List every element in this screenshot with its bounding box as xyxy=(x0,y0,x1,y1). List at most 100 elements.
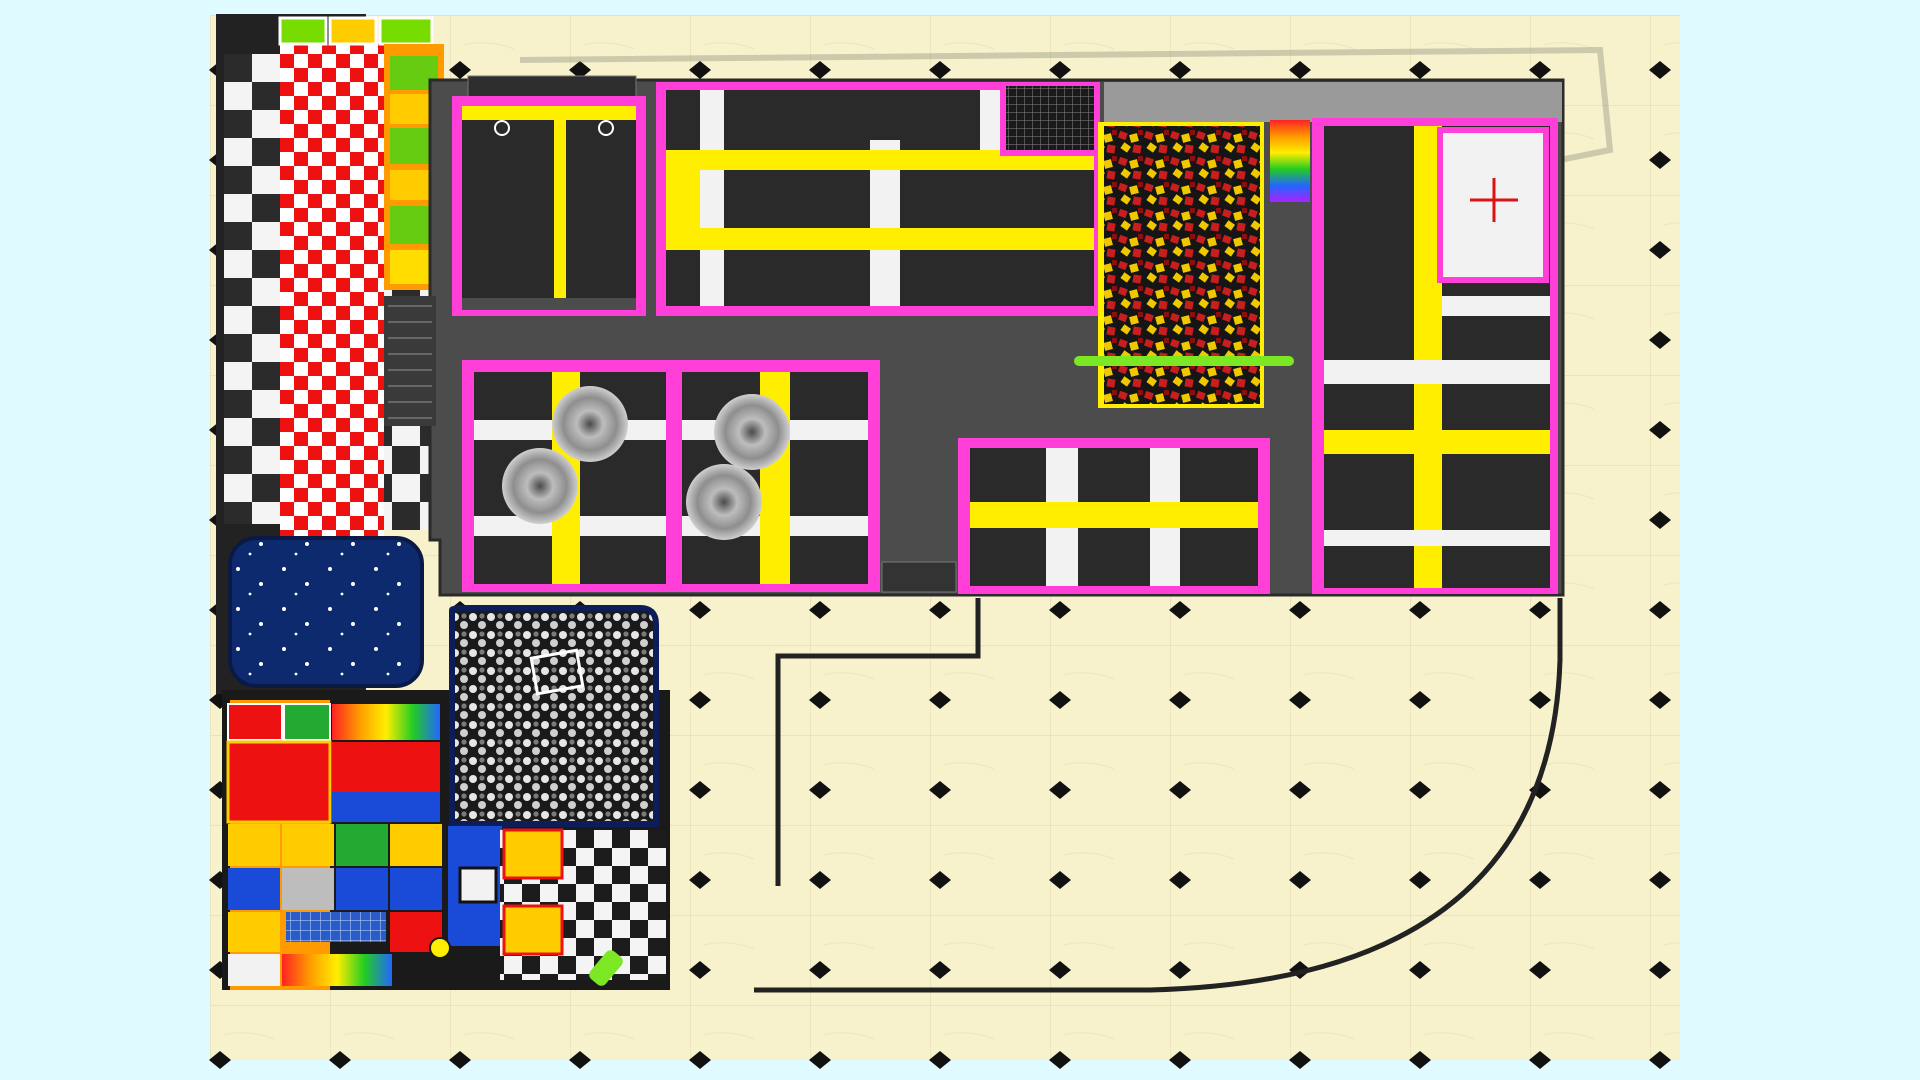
floor-diamond xyxy=(1049,691,1071,709)
floor-diamond xyxy=(809,1051,831,1069)
floor-diamond xyxy=(329,1051,351,1069)
floor-diamond xyxy=(809,601,831,619)
stair-lines xyxy=(388,305,432,419)
floor-diamond xyxy=(1169,1051,1191,1069)
floor-diamond xyxy=(689,961,711,979)
soft-play-zone xyxy=(222,605,670,990)
floor-diamond xyxy=(1409,691,1431,709)
fence-line xyxy=(775,598,981,886)
bottom-stairs xyxy=(881,561,957,593)
floor-diamond xyxy=(1169,781,1191,799)
floor-diamond xyxy=(1289,61,1311,79)
floor-diamond xyxy=(1049,871,1071,889)
grate-panel xyxy=(1006,86,1094,150)
starry-pool xyxy=(228,536,424,688)
hoop-icon xyxy=(598,120,614,136)
spinner-disc xyxy=(686,464,762,540)
spinner-disc xyxy=(552,386,628,462)
floor-diamond xyxy=(1289,871,1311,889)
slide-top-green-2 xyxy=(378,16,434,46)
floor-diamond xyxy=(1049,961,1071,979)
fence-curve xyxy=(754,598,1563,993)
ladder-icon xyxy=(529,648,585,696)
floor-diamond xyxy=(1409,601,1431,619)
floor-diamond xyxy=(689,601,711,619)
hoop-icon xyxy=(494,120,510,136)
spinner-disc xyxy=(502,448,578,524)
floor-diamond xyxy=(689,871,711,889)
floor-diamond xyxy=(1289,691,1311,709)
floor-diamond xyxy=(1289,781,1311,799)
floor-diamond xyxy=(1409,781,1431,799)
floor-diamond xyxy=(1169,961,1191,979)
floor-diamond xyxy=(1649,331,1671,349)
entry-stairs xyxy=(384,296,436,426)
floor-diamond xyxy=(1049,1051,1071,1069)
checker-walkway xyxy=(224,54,280,524)
slide-top-green xyxy=(278,16,328,46)
floor-diamond xyxy=(569,61,591,79)
floor-diamond xyxy=(809,961,831,979)
floor-diamond xyxy=(1049,781,1071,799)
floor-diamond xyxy=(1169,601,1191,619)
floor-diamond xyxy=(1649,511,1671,529)
floor-diamond xyxy=(1649,241,1671,259)
floor-diamond xyxy=(929,61,951,79)
slide-top-yellow xyxy=(328,16,378,46)
gray-top-strip xyxy=(1104,82,1562,122)
floor-diamond xyxy=(1649,61,1671,79)
floor-diamond xyxy=(1529,601,1551,619)
floor-diamond xyxy=(1649,151,1671,169)
floor-diamond xyxy=(1049,61,1071,79)
floor-diamond xyxy=(1529,961,1551,979)
dodgeball-court xyxy=(452,96,646,316)
red-checker-slide xyxy=(280,44,384,540)
floor-diamond xyxy=(569,1051,591,1069)
floor-diamond xyxy=(929,1051,951,1069)
floor-diamond xyxy=(929,691,951,709)
floor-diamond xyxy=(1649,691,1671,709)
floor-diamond xyxy=(689,691,711,709)
floor-diamond xyxy=(1409,1051,1431,1069)
floor-diamond xyxy=(1529,691,1551,709)
floor-diamond xyxy=(1649,781,1671,799)
floor-diamond xyxy=(1409,871,1431,889)
floor-diamond xyxy=(1649,601,1671,619)
floor-diamond xyxy=(689,781,711,799)
foam-pit xyxy=(1074,120,1310,408)
trampoline-grid-top xyxy=(656,82,1100,316)
toy-ball xyxy=(429,937,451,959)
floor-diamond xyxy=(689,1051,711,1069)
right-trampoline-court xyxy=(1312,118,1558,594)
floor-diamond xyxy=(1409,961,1431,979)
red-cross-icon xyxy=(1470,178,1518,222)
left-tower xyxy=(216,14,444,694)
rainbow-steps xyxy=(1270,120,1310,202)
floor-diamond xyxy=(1409,61,1431,79)
center-trampoline-court xyxy=(958,438,1270,594)
floor-diamond xyxy=(209,1051,231,1069)
floor-diamond xyxy=(1649,961,1671,979)
floor-diamond xyxy=(1649,871,1671,889)
floor-diamond xyxy=(929,871,951,889)
floor-diamond xyxy=(1289,1051,1311,1069)
floor-diamond xyxy=(1529,61,1551,79)
green-rail xyxy=(1074,356,1294,366)
floor-diamond xyxy=(1169,61,1191,79)
floor-diamond xyxy=(1049,601,1071,619)
spinner-disc xyxy=(714,394,790,470)
floor-diamond xyxy=(1529,1051,1551,1069)
floor-diamond xyxy=(809,871,831,889)
floor-diamond xyxy=(689,61,711,79)
spinner-trampoline-court xyxy=(462,360,880,592)
floor-diamond xyxy=(1649,1051,1671,1069)
floor-diamond xyxy=(929,781,951,799)
top-stairs xyxy=(467,75,637,99)
floor-diamond xyxy=(1529,871,1551,889)
shadow-outline xyxy=(519,46,1614,163)
toy-item xyxy=(589,950,623,986)
floor-diamond xyxy=(449,61,471,79)
floor-diamond xyxy=(1289,601,1311,619)
floor-diamond xyxy=(809,691,831,709)
